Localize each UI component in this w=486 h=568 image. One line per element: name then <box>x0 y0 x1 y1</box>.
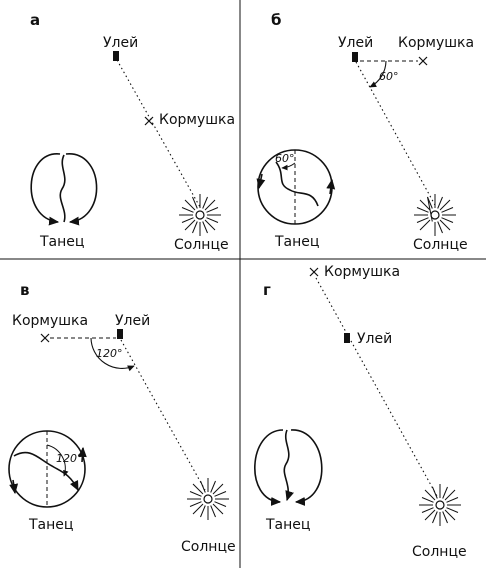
sun-label: Солнце <box>174 237 229 253</box>
hive-label: Улей <box>103 35 138 51</box>
dance-label: Танец <box>28 517 73 533</box>
hive-icon <box>344 333 350 343</box>
sun-direction-line <box>355 61 436 206</box>
feeder-cross-icon <box>40 333 50 343</box>
hive-label: Улей <box>338 35 373 51</box>
angle-label: 60° <box>379 70 399 83</box>
waggle-dance-icon <box>8 430 87 508</box>
feeder-label: Кормушка <box>159 112 235 128</box>
hive-icon <box>113 51 119 61</box>
dance-angle-label: 120° <box>56 452 83 465</box>
sun-label: Солнце <box>413 237 468 253</box>
sun-label: Солнце <box>412 544 467 560</box>
direction-line <box>315 277 438 497</box>
sun-icon <box>419 484 461 526</box>
panel-b: б Улей Кормушка 60° <box>256 11 474 253</box>
panel-a: а Улей Кормушка Солнце <box>30 11 235 253</box>
feeder-cross-icon <box>418 56 428 66</box>
direction-line <box>116 59 201 208</box>
sun-icon <box>179 194 221 236</box>
feeder-label: Кормушка <box>12 313 88 329</box>
sun-label: Солнце <box>181 539 236 555</box>
panel-letter: в <box>20 281 30 299</box>
angle-label: 120° <box>96 347 123 360</box>
sun-direction-line <box>120 339 206 491</box>
hive-label: Улей <box>357 331 392 347</box>
sun-icon <box>187 478 229 520</box>
panel-v: в Улей Кормушка 120° <box>8 281 236 555</box>
panel-letter: г <box>263 281 271 299</box>
angle-arc <box>369 60 387 88</box>
feeder-label: Кормушка <box>398 35 474 51</box>
dance-label: Танец <box>274 234 319 250</box>
dance-angle-label: 60° <box>275 152 295 165</box>
feeder-label: Кормушка <box>324 264 400 280</box>
feeder-cross-icon <box>144 116 154 126</box>
hive-label: Улей <box>115 313 150 329</box>
dance-label: Танец <box>39 234 84 250</box>
panel-g: г Кормушка Улей Солнце <box>254 264 467 560</box>
panel-letter: а <box>30 11 40 29</box>
waggle-dance-icon <box>30 153 98 226</box>
waggle-dance-icon <box>254 429 323 506</box>
hive-icon <box>352 52 358 62</box>
feeder-cross-icon <box>309 267 319 277</box>
sun-icon <box>414 194 456 236</box>
angle-arc <box>90 337 135 372</box>
panel-letter: б <box>271 11 281 29</box>
dance-label: Танец <box>265 517 310 533</box>
waggle-dance-icon <box>256 149 336 225</box>
hive-icon <box>117 329 123 339</box>
